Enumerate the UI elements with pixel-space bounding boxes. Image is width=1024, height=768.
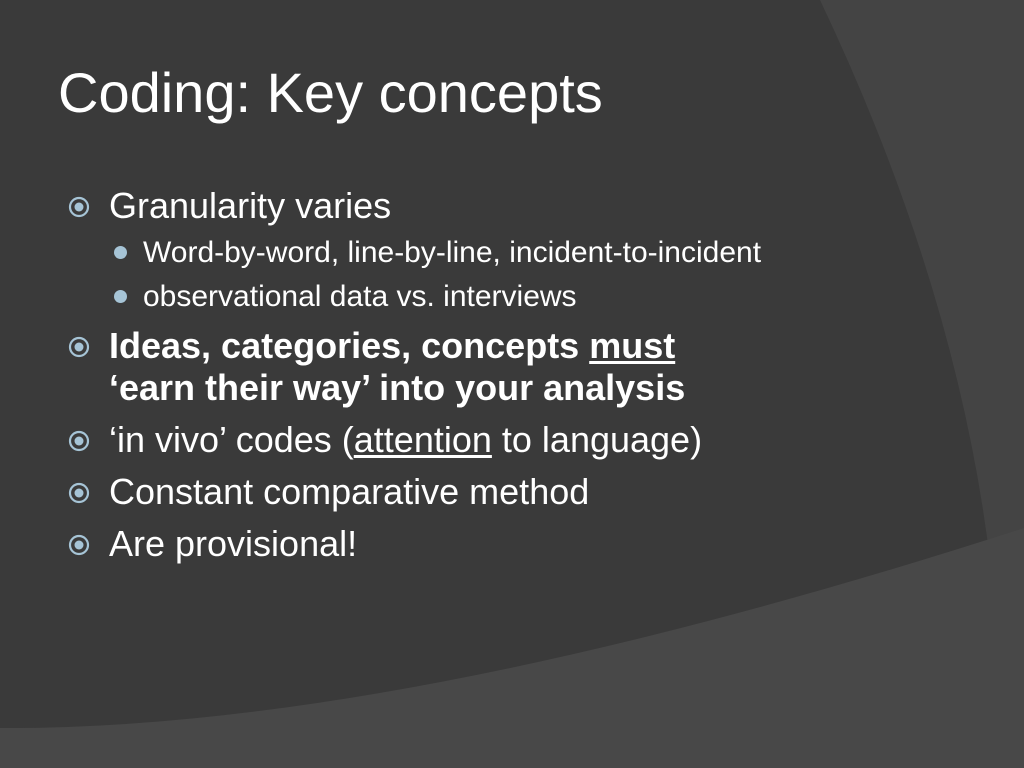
bullet-item-granularity: Granularity varies <box>66 185 826 227</box>
target-circle-icon <box>68 534 90 556</box>
bullet-item-in-vivo: ‘in vivo’ codes (attention to language) <box>66 419 826 461</box>
sub-bullet-text: Word-by-word, line-by-line, incident-to-… <box>143 236 762 269</box>
background-bottom-band <box>0 528 1024 768</box>
bullet-item-constant-comparative: Constant comparative method <box>66 471 826 513</box>
background-right-band <box>820 0 1024 768</box>
target-circle-icon <box>68 336 90 358</box>
bullet-underlined-word: attention <box>353 419 492 460</box>
target-circle-icon <box>68 430 90 452</box>
bullet-text-before: ‘in vivo’ codes ( <box>109 419 354 460</box>
bullet-text-after: to language) <box>491 419 703 460</box>
target-circle-icon <box>68 482 90 504</box>
bullet-item-provisional: Are provisional! <box>66 523 826 565</box>
sub-bullet-text: observational data vs. interviews <box>143 280 577 313</box>
bullet-text: Granularity varies <box>109 185 392 226</box>
slide-title: Coding: Key concepts <box>58 61 603 124</box>
sub-bullet-item-word-by-word: Word-by-word, line-by-line, incident-to-… <box>66 235 826 271</box>
sub-bullet-item-observational: observational data vs. interviews <box>66 279 826 315</box>
bullet-text: Are provisional! <box>109 523 358 564</box>
dot-icon <box>114 246 127 259</box>
bullet-item-ideas: Ideas, categories, concepts must ‘earn t… <box>66 325 826 409</box>
bullet-text: Constant comparative method <box>109 471 590 512</box>
dot-icon <box>114 290 127 303</box>
target-circle-icon <box>68 196 90 218</box>
bullet-underlined-word: must <box>589 325 676 366</box>
bullet-list: Granularity varies Word-by-word, line-by… <box>66 185 826 575</box>
bullet-text-after: ‘earn their way’ into your analysis <box>109 367 686 408</box>
bullet-text-before: Ideas, categories, concepts <box>109 325 590 366</box>
